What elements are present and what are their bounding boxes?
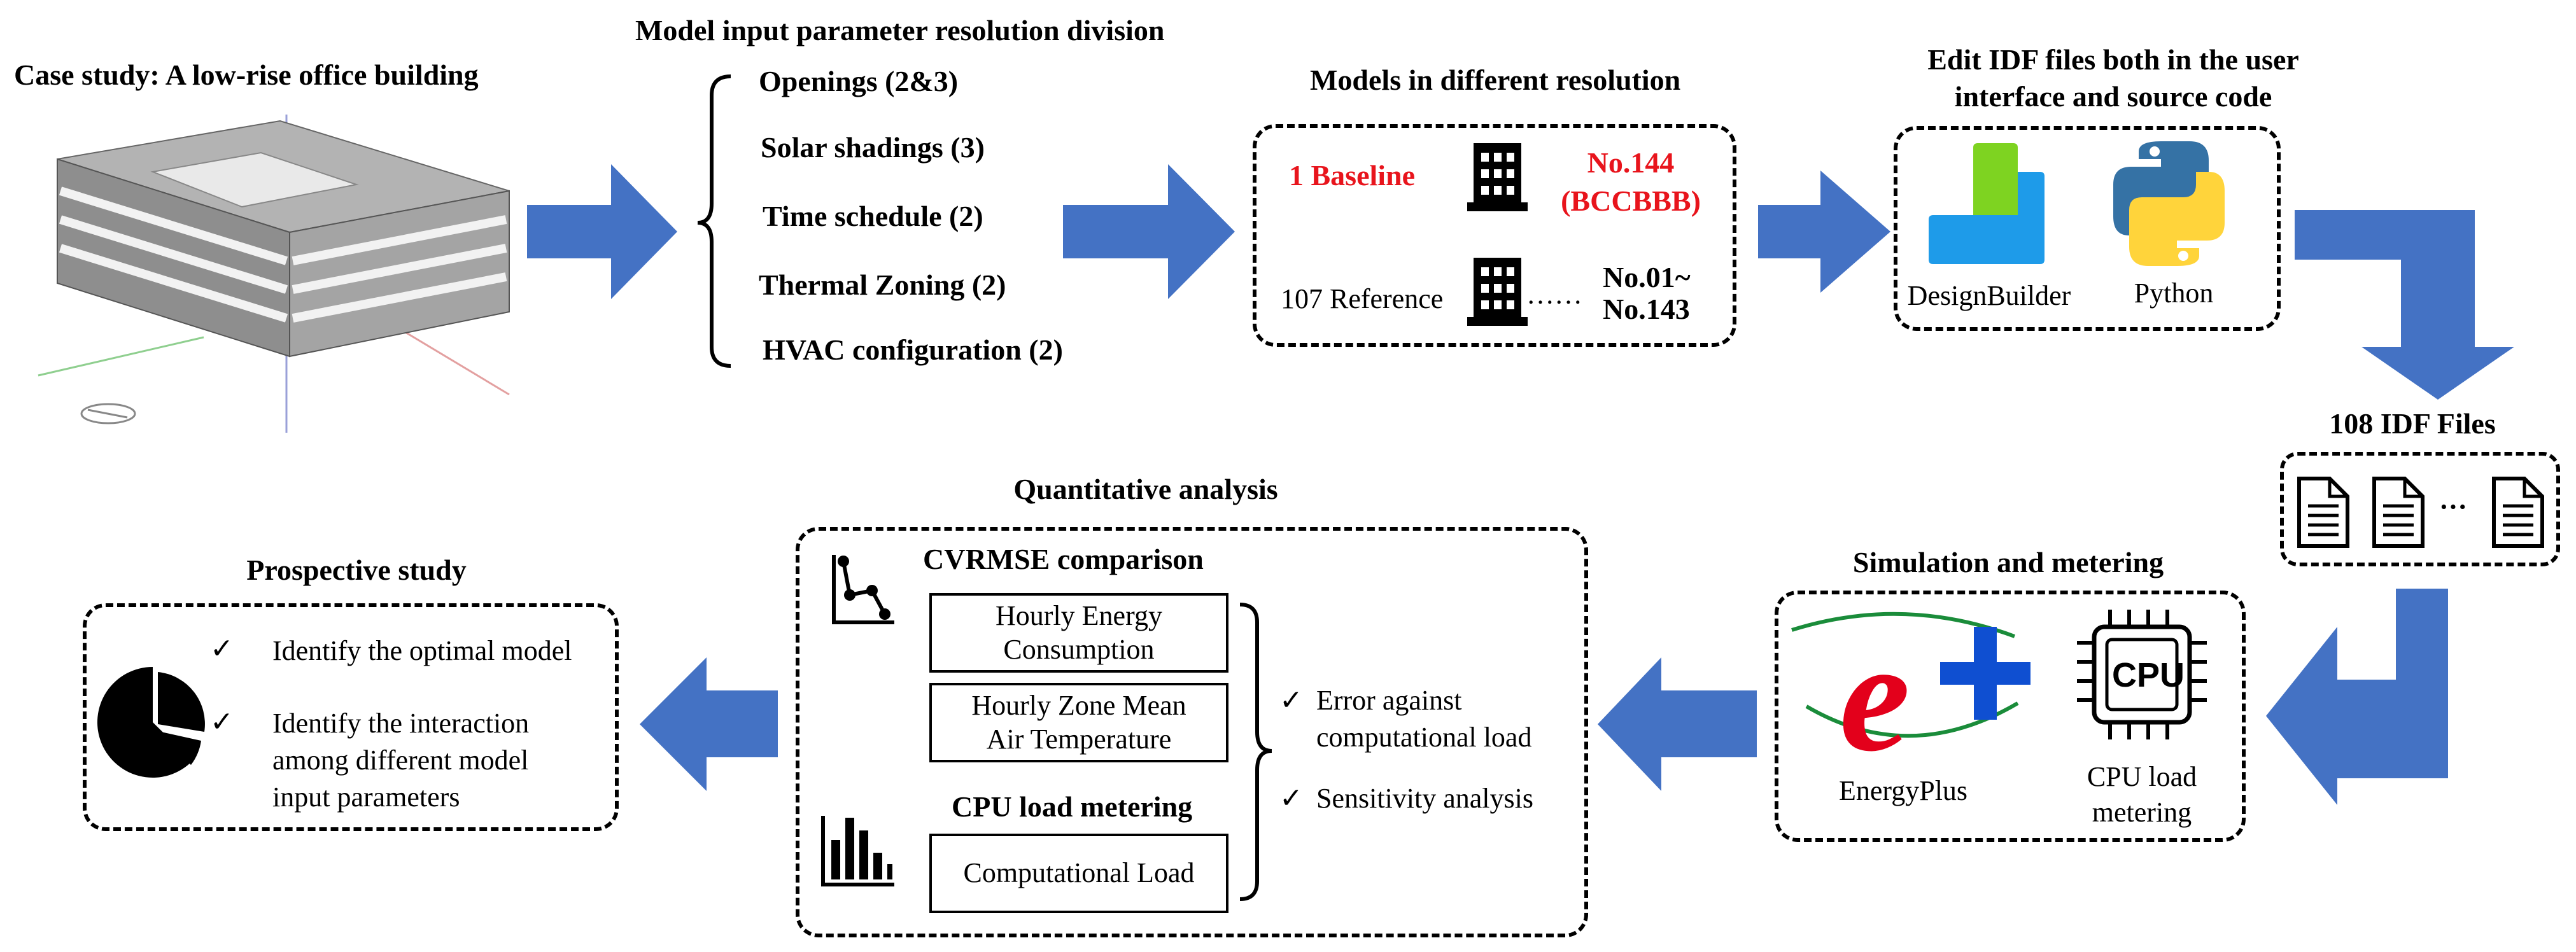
models-box bbox=[1253, 124, 1736, 347]
ellipsis: …… bbox=[1526, 279, 1582, 310]
designbuilder-label: DesignBuilder bbox=[1907, 280, 2071, 311]
reference-range-end: No.143 bbox=[1603, 293, 1690, 325]
arrow-right-2 bbox=[1063, 164, 1235, 299]
idf-title: 108 IDF Files bbox=[2329, 407, 2496, 440]
document-icon bbox=[2297, 477, 2349, 548]
building-icon bbox=[1467, 143, 1528, 211]
prospective-box bbox=[83, 603, 619, 831]
pie-chart-icon bbox=[97, 667, 205, 778]
result-sensitivity: Sensitivity analysis bbox=[1316, 783, 1533, 814]
metric-energy-line2: Consumption bbox=[1003, 633, 1155, 665]
reference-label: 107 Reference bbox=[1281, 283, 1444, 314]
check-icon: ✓ bbox=[210, 706, 234, 738]
metric-energy-line1: Hourly Energy bbox=[996, 599, 1162, 631]
metric-computational-label: Computational Load bbox=[963, 857, 1195, 889]
edit-box bbox=[1894, 126, 2281, 331]
baseline-number: No.144 bbox=[1587, 146, 1675, 179]
check-icon: ✓ bbox=[1279, 685, 1303, 716]
prospective-item-line3: input parameters bbox=[272, 781, 460, 813]
cpu-chip-icon bbox=[2077, 610, 2207, 739]
bar-chart-icon bbox=[821, 816, 894, 886]
quantitative-title: Quantitative analysis bbox=[1013, 473, 1278, 505]
resolution-title: Model input parameter resolution divisio… bbox=[635, 14, 1165, 46]
prospective-title: Prospective study bbox=[246, 554, 467, 586]
energyplus-logo: e bbox=[1791, 608, 2031, 785]
arrow-up-turn-left bbox=[2266, 589, 2448, 805]
prospective-item-line2: among different model bbox=[272, 745, 529, 776]
svg-text:e: e bbox=[1840, 608, 1910, 785]
check-icon: ✓ bbox=[1279, 783, 1303, 814]
simulation-title: Simulation and metering bbox=[1852, 546, 2164, 578]
prospective-item: Identify the optimal model bbox=[272, 635, 572, 666]
resolution-item: Time schedule (2) bbox=[763, 200, 983, 232]
check-icon: ✓ bbox=[210, 633, 234, 664]
metric-temperature-line2: Air Temperature bbox=[986, 723, 1172, 755]
reference-range-start: No.01~ bbox=[1603, 261, 1691, 293]
edit-title-line1: Edit IDF files both in the user bbox=[1927, 43, 2299, 76]
building-icon bbox=[1467, 258, 1528, 326]
cpu-metering-title: CPU load metering bbox=[952, 790, 1193, 823]
quantitative-box bbox=[796, 527, 1588, 937]
case-study-title: Case study: A low-rise office building bbox=[14, 59, 479, 91]
python-logo bbox=[2113, 141, 2225, 266]
metric-temperature-line1: Hourly Zone Mean bbox=[971, 689, 1186, 721]
prospective-item-line1: Identify the interaction bbox=[272, 708, 530, 739]
baseline-label: 1 Baseline bbox=[1289, 159, 1416, 192]
building-model bbox=[38, 115, 510, 433]
arrow-right-1 bbox=[527, 164, 677, 299]
idf-box bbox=[2280, 452, 2560, 566]
result-error-line1: Error against bbox=[1316, 685, 1462, 716]
cpu-chip-label: CPU bbox=[2112, 656, 2185, 694]
resolution-brace bbox=[697, 74, 731, 368]
idf-ellipsis: ··· bbox=[2439, 491, 2468, 522]
result-error-line2: computational load bbox=[1316, 722, 1532, 753]
metrics-brace bbox=[1239, 603, 1272, 901]
document-icon bbox=[2372, 477, 2425, 548]
document-icon bbox=[2492, 477, 2544, 548]
metric-computational-box: Computational Load bbox=[929, 834, 1228, 913]
designbuilder-logo bbox=[1929, 143, 2045, 264]
edit-title-line2: interface and source code bbox=[1954, 80, 2272, 113]
baseline-code: (BCCBBB) bbox=[1561, 185, 1701, 217]
cpu-label-line2: metering bbox=[2092, 797, 2192, 828]
resolution-item: Solar shadings (3) bbox=[761, 131, 985, 164]
python-label: Python bbox=[2134, 277, 2214, 309]
arrow-down-turn bbox=[2295, 210, 2514, 400]
arrow-left-1 bbox=[1598, 657, 1757, 791]
cpu-label-line1: CPU load bbox=[2087, 761, 2197, 792]
arrow-right-3 bbox=[1758, 171, 1890, 293]
line-chart-icon bbox=[832, 555, 894, 624]
energyplus-label: EnergyPlus bbox=[1838, 775, 1968, 806]
arrow-left-2 bbox=[640, 657, 778, 791]
resolution-item: Thermal Zoning (2) bbox=[759, 269, 1006, 301]
simulation-box bbox=[1775, 591, 2246, 842]
cvrmse-title: CVRMSE comparison bbox=[923, 543, 1204, 575]
models-title: Models in different resolution bbox=[1310, 64, 1681, 96]
resolution-item: HVAC configuration (2) bbox=[763, 333, 1063, 366]
resolution-item: Openings (2&3) bbox=[759, 65, 959, 97]
